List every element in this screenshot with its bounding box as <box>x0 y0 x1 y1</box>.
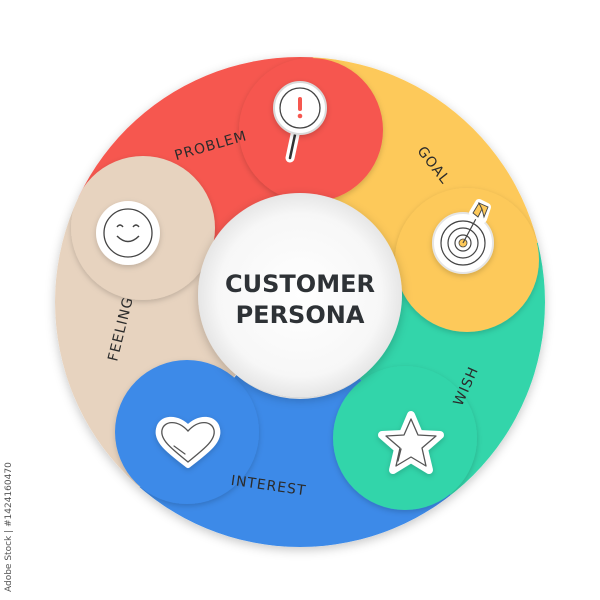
stock-watermark: Adobe Stock | #1424160470 <box>4 462 20 592</box>
stock-watermark-text: Adobe Stock | #1424160470 <box>4 462 14 592</box>
smiley-icon <box>96 201 160 265</box>
center-title-line2: PERSONA <box>236 301 365 329</box>
target-arrow-icon <box>432 199 494 274</box>
heart-icon <box>155 416 221 468</box>
magnifier-exclamation-icon <box>273 81 327 163</box>
center-hub <box>198 193 402 397</box>
center-title-line1: CUSTOMER <box>225 270 375 298</box>
star-icon <box>378 411 444 474</box>
